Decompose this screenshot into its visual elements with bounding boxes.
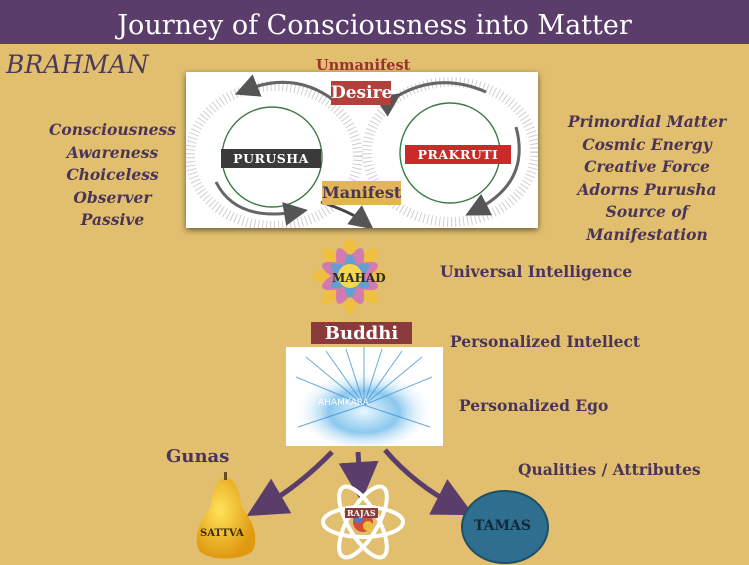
purusha-quality: Passive	[80, 210, 145, 229]
prakruti-quality: Adorns Purusha	[577, 179, 717, 199]
prakruti-quality: Primordial Matter	[567, 112, 727, 131]
gunas-arrows	[246, 448, 474, 517]
prakruti-label: PRAKRUTI	[405, 145, 511, 164]
purusha-qualities: Consciousness Awareness Choiceless Obser…	[40, 119, 185, 232]
mahad-lotus-icon	[312, 238, 388, 314]
prakruti-quality: Source of Manifestation	[586, 202, 708, 244]
ahamkara-burst-icon	[294, 347, 434, 447]
ahamkara-description: Personalized Ego	[459, 396, 609, 415]
rajas-atom-icon	[321, 484, 405, 560]
manifest-label: Manifest	[322, 181, 401, 205]
ahamkara-label: AHAMKARA	[318, 398, 369, 408]
prakruti-quality: Cosmic Energy	[582, 134, 712, 154]
tamas-disk-icon	[461, 490, 549, 564]
ahamkara-image	[286, 347, 443, 447]
gunas-label: Gunas	[166, 446, 230, 467]
mahad-label: MAHAD	[332, 271, 386, 285]
purusha-quality: Choiceless	[66, 165, 159, 184]
purusha-quality: Awareness	[66, 142, 159, 162]
purusha-quality: Consciousness	[49, 120, 176, 139]
gunas-description: Qualities / Attributes	[518, 460, 701, 479]
rajas-label: RAJAS	[345, 508, 378, 518]
sattva-pear-icon	[196, 472, 256, 559]
purusha-quality: Observer	[73, 187, 152, 207]
buddhi-description: Personalized Intellect	[450, 332, 641, 351]
buddhi-label: Buddhi	[311, 322, 412, 344]
sattva-label: SATTVA	[200, 528, 244, 539]
prakruti-qualities: Primordial Matter Cosmic Energy Creative…	[548, 111, 746, 246]
desire-label: Desire	[331, 81, 393, 105]
tamas-label: TAMAS	[474, 518, 531, 534]
prakruti-quality: Creative Force	[584, 157, 710, 176]
unmanifest-label: Unmanifest	[316, 57, 411, 74]
mahad-description: Universal Intelligence	[440, 262, 633, 281]
purusha-label: PURUSHA	[221, 149, 321, 168]
page-title: Journey of Consciousness into Matter	[0, 0, 749, 44]
brahman-label: BRAHMAN	[6, 50, 149, 79]
